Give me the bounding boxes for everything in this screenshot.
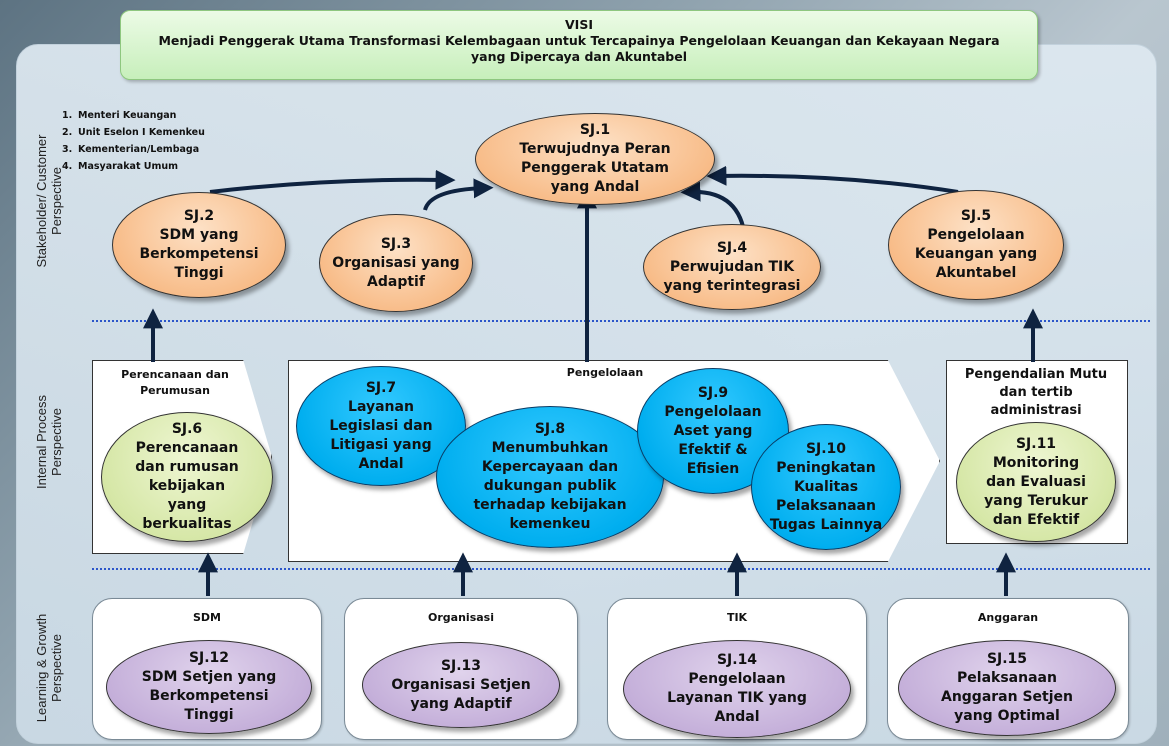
objective-sj5: SJ.5 Pengelolaan Keuangan yang Akuntabel: [888, 190, 1064, 300]
objective-sj13: SJ.13 Organisasi Setjen yang Adaptif: [362, 642, 560, 728]
objective-sj6: SJ.6 Perencanaan dan rumusan kebijakan y…: [101, 412, 273, 542]
objective-sj2: SJ.2 SDM yang Berkompetensi Tinggi: [112, 192, 286, 298]
objective-sj15: SJ.15 Pelaksanaan Anggaran Setjen yang O…: [898, 640, 1116, 736]
objective-sj11-text: SJ.11 Monitoring dan Evaluasi yang Teruk…: [984, 435, 1088, 528]
objective-sj11: SJ.11 Monitoring dan Evaluasi yang Teruk…: [956, 422, 1116, 542]
arrow-sj3-to-sj1: [423, 178, 494, 211]
pengendalian-label: Pengendalian Mutu dan tertib administras…: [964, 367, 1108, 418]
objective-sj4-text: SJ.4 Perwujudan TIK yang terintegrasi: [663, 239, 801, 294]
objective-sj6-text: SJ.6 Perencanaan dan rumusan kebijakan y…: [135, 421, 239, 532]
objective-sj12: SJ.12 SDM Setjen yang Berkompetensi Ting…: [106, 640, 312, 734]
objective-sj5-text: SJ.5 Pengelolaan Keuangan yang Akuntabel: [914, 208, 1038, 281]
objective-sj14-text: SJ.14 Pengelolaan Layanan TIK yang Andal: [667, 652, 807, 725]
perspective-divider: [92, 568, 1150, 570]
visi-title: VISI: [565, 17, 593, 32]
learning-box-sdm-title: SDM: [193, 611, 221, 624]
objective-sj3: SJ.3 Organisasi yang Adaptif: [319, 214, 473, 312]
objective-sj10-text: SJ.10 Peningkatan Kualitas Pelaksanaan T…: [769, 440, 883, 533]
objective-sj8: SJ.8 Menumbuhkan Kepercayaan dan dukunga…: [436, 406, 664, 548]
pengelolaan-label: Pengelolaan: [566, 366, 644, 379]
stakeholder-item: 4.Masyarakat Umum: [62, 161, 179, 172]
objective-sj10: SJ.10 Peningkatan Kualitas Pelaksanaan T…: [751, 424, 901, 550]
perencanaan-label: Perencanaan dan Perumusan: [121, 368, 229, 397]
visi-box: VISI Menjadi Penggerak Utama Transformas…: [120, 10, 1038, 80]
objective-sj1-text: SJ.1 Terwujudnya Peran Penggerak Utatam …: [519, 122, 671, 195]
objective-sj4: SJ.4 Perwujudan TIK yang terintegrasi: [643, 224, 821, 310]
objective-sj8-text: SJ.8 Menumbuhkan Kepercayaan dan dukunga…: [473, 421, 627, 532]
objective-sj14: SJ.14 Pengelolaan Layanan TIK yang Andal: [623, 640, 851, 738]
stakeholder-item: 3.Kementerian/Lembaga: [62, 144, 200, 155]
objective-sj13-text: SJ.13 Organisasi Setjen yang Adaptif: [391, 657, 531, 712]
objective-sj1: SJ.1 Terwujudnya Peran Penggerak Utatam …: [475, 113, 715, 205]
learning-box-organisasi-title: Organisasi: [428, 611, 494, 624]
arrow-sj2-to-sj1: [209, 169, 456, 194]
objective-sj12-text: SJ.12 SDM Setjen yang Berkompetensi Ting…: [141, 650, 277, 723]
objective-sj9-text: SJ.9 Pengelolaan Aset yang Efektif & Efi…: [664, 384, 762, 477]
perspective-divider: [92, 320, 1150, 322]
visi-text: Menjadi Penggerak Utama Transformasi Kel…: [158, 33, 1000, 64]
learning-box-tik-title: TIK: [726, 611, 748, 624]
objective-sj3-text: SJ.3 Organisasi yang Adaptif: [332, 235, 460, 290]
stakeholder-item: 2.Unit Eselon I Kemenkeu: [62, 127, 205, 138]
objective-sj7-text: SJ.7 Layanan Legislasi dan Litigasi yang…: [329, 379, 433, 472]
learning-box-anggaran-title: Anggaran: [977, 611, 1039, 624]
stakeholder-list: 1.Menteri Keuangan 2.Unit Eselon I Kemen…: [62, 107, 205, 175]
objective-sj2-text: SJ.2 SDM yang Berkompetensi Tinggi: [139, 208, 259, 281]
objective-sj15-text: SJ.15 Pelaksanaan Anggaran Setjen yang O…: [940, 651, 1073, 724]
stakeholder-item: 1.Menteri Keuangan: [62, 110, 177, 121]
arrow-sj5-to-sj1: [706, 165, 959, 194]
